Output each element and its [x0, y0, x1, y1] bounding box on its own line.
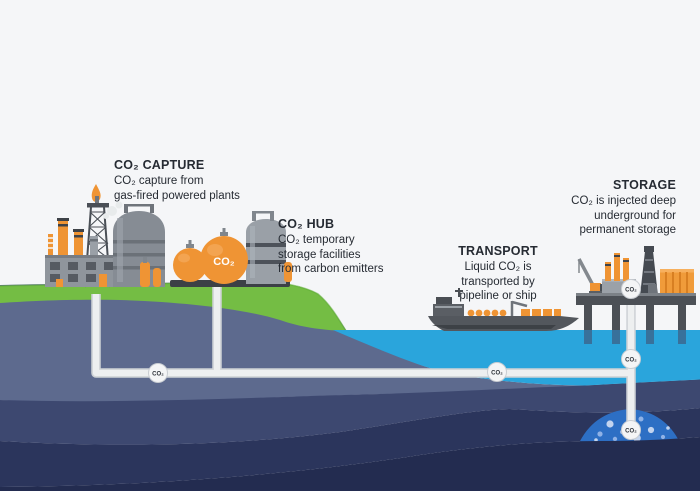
- ship-superstructure: [433, 288, 464, 316]
- transport-line: pipeline or ship: [459, 290, 537, 302]
- transport-line: Liquid CO₂ is: [464, 261, 532, 273]
- co2-badge-sea-pipeline: CO₂: [487, 362, 507, 382]
- capture-line: gas-fired powered plants: [114, 189, 240, 202]
- storage-label-block: STORAGE CO₂ is injected deep underground…: [571, 178, 676, 238]
- transport-title: TRANSPORT: [458, 244, 538, 258]
- co2-badge-group: CO₂ CO₂ CO₂ CO₂ CO₂: [148, 279, 641, 440]
- hub-sphere-label: CO₂: [213, 256, 235, 268]
- underground-layer-medium: [0, 379, 700, 445]
- hub-line: storage facilities: [278, 248, 361, 261]
- platform-legs: [584, 303, 686, 344]
- svg-text:CO₂: CO₂: [625, 287, 637, 293]
- svg-text:CO₂: CO₂: [491, 370, 503, 376]
- small-orange-cylinders: [140, 257, 161, 287]
- transport-label-block: TRANSPORT Liquid CO₂ is transported by p…: [430, 244, 566, 304]
- grass-hill: [0, 280, 346, 331]
- hub-line: CO₂ temporary: [278, 234, 355, 246]
- co2-badge-land-pipeline: CO₂: [148, 363, 168, 383]
- ship-crane: [510, 300, 528, 316]
- svg-text:CO₂: CO₂: [152, 371, 164, 377]
- underground-layer-deep: [0, 437, 700, 491]
- platform-equipment-box: [648, 284, 657, 295]
- capture-title: CO₂ CAPTURE: [114, 158, 205, 172]
- storage-title: STORAGE: [613, 178, 676, 192]
- capture-line: CO₂ capture from: [114, 175, 204, 187]
- co2-badge-platform-top: CO₂: [621, 279, 641, 299]
- transport-line: transported by: [461, 275, 535, 288]
- hub-small-cylinder: [284, 262, 292, 282]
- offshore-platform: [576, 246, 696, 344]
- storage-sphere-large: CO₂: [200, 228, 248, 284]
- factory-chimneys: [48, 218, 98, 257]
- co2-badge-reservoir: CO₂: [621, 420, 641, 440]
- storage-line: underground for: [594, 209, 676, 222]
- underground-layer-dark: [0, 408, 700, 487]
- co2-hub: CO₂: [170, 211, 292, 287]
- storage-line: CO₂ is injected deep: [571, 195, 676, 207]
- hub-label-block: CO₂ HUB CO₂ temporary storage facilities…: [278, 217, 383, 277]
- hub-title: CO₂ HUB: [278, 217, 335, 231]
- capture-label-block: CO₂ CAPTURE CO₂ capture from gas-fired p…: [114, 158, 240, 203]
- storage-sphere-small: [173, 240, 207, 282]
- svg-text:CO₂: CO₂: [625, 357, 637, 363]
- capture-plant: [45, 184, 165, 288]
- hub-line: from carbon emitters: [278, 263, 384, 275]
- transport-ship: [428, 288, 579, 331]
- ship-hull-waterline: [432, 325, 556, 329]
- absorber-tank: [113, 204, 165, 287]
- svg-text:CO₂: CO₂: [625, 428, 637, 434]
- hub-silo: [246, 211, 286, 284]
- co2-badge-injection-junction: CO₂: [621, 349, 641, 369]
- ship-cargo-tanks: [467, 309, 561, 317]
- smoke-puffs: [103, 201, 123, 219]
- storage-line: permanent storage: [579, 224, 676, 236]
- platform-storage-tank: [660, 269, 694, 296]
